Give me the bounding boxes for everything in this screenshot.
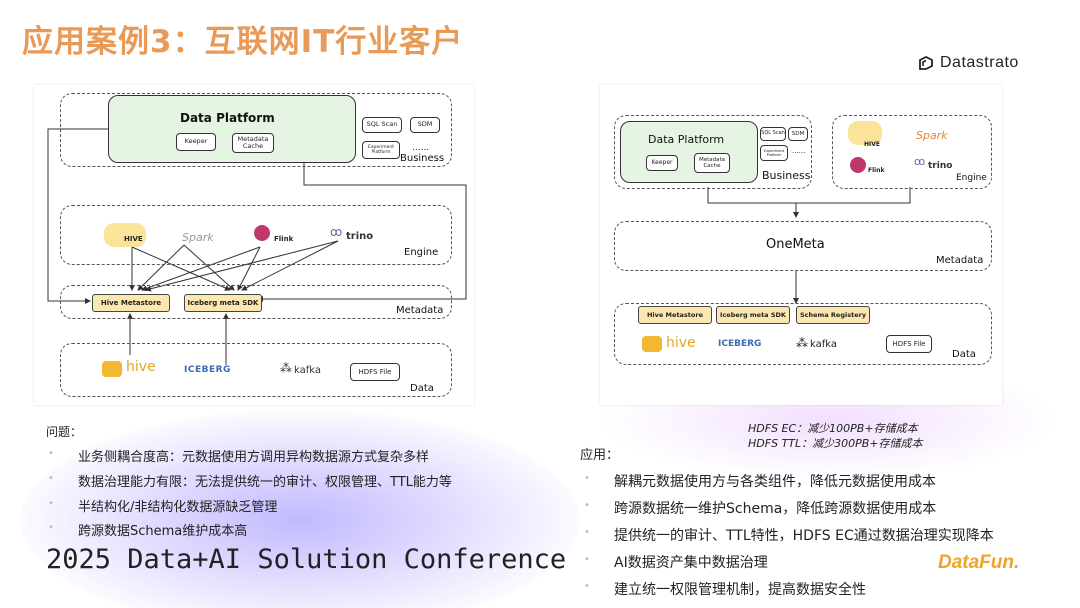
metadata-cache-box-right: Metadata Cache — [694, 153, 730, 173]
hdfs-ec-note: HDFS EC：减少100PB+存储成本 — [748, 422, 918, 435]
onemeta-layer — [614, 221, 992, 271]
flink-engine-label: Flink — [274, 235, 294, 243]
hive-source-label: hive — [126, 359, 156, 375]
datafun-logo: DataFun. — [938, 552, 1020, 573]
data-platform-label-right: Data Platform — [648, 133, 725, 146]
diagram-after: Data Platform Keeper Metadata Cache SQL … — [600, 85, 1002, 405]
conference-banner: 2025 Data+AI Solution Conference — [46, 544, 567, 575]
problem-item: 业务侧耦合度高：元数据使用方调用异构数据源方式复杂多样 — [48, 446, 429, 465]
spark-engine-label: Spark — [182, 231, 214, 244]
kafka-source-icon: ⁂ — [280, 361, 292, 375]
iceberg-source-label: ICEBERG — [184, 365, 231, 375]
data-platform-label: Data Platform — [180, 111, 275, 125]
sdm-box-right: SDM — [788, 127, 808, 141]
experiment-platform-box: Experiment Platform — [362, 141, 400, 159]
datastrato-logo-icon — [919, 55, 933, 70]
metadata-label: Metadata — [396, 305, 444, 316]
trino-engine-label: trino — [346, 231, 374, 242]
sdm-box: SDM — [410, 117, 440, 133]
business-layer — [60, 93, 452, 167]
hive-source-label-right: hive — [666, 335, 696, 351]
datastrato-logo-text: Datastrato — [940, 54, 1019, 71]
sql-scan-box: SQL Scan — [362, 117, 402, 133]
hive-source-icon — [102, 361, 122, 377]
hive-metastore-box: Hive Metastore — [92, 294, 170, 312]
kafka-source-label: kafka — [294, 365, 322, 376]
app-item: 提供统一的审计、TTL特性，HDFS EC通过数据治理实现降本 — [584, 525, 994, 545]
trino-engine-icon-right: ꝏ — [914, 155, 926, 168]
hdfs-file-box: HDFS File — [350, 363, 400, 381]
app-item: 跨源数据统一维护Schema，降低跨源数据使用成本 — [584, 498, 936, 518]
app-item: 解耦元数据使用方与各类组件，降低元数据使用成本 — [584, 471, 936, 491]
iceberg-source-label-right: ICEBERG — [718, 339, 762, 349]
apps-heading: 应用： — [580, 448, 620, 463]
trino-engine-icon: ꝏ — [330, 225, 343, 239]
sql-scan-box-right: SQL Scan — [760, 127, 786, 141]
keeper-box-right: Keeper — [646, 155, 678, 171]
engine-layer — [60, 205, 452, 265]
hdfs-file-box-right: HDFS File — [886, 335, 932, 353]
more-dots-right: ...... — [792, 147, 806, 155]
data-platform-box — [108, 95, 356, 163]
diagram-before: Data Platform Keeper Metadata Cache SQL … — [34, 85, 474, 405]
flink-engine-label-right: Flink — [868, 167, 885, 174]
metadata-cache-box: Metadata Cache — [232, 133, 274, 153]
hive-engine-label: HIVE — [124, 235, 143, 243]
hive-engine-icon — [104, 223, 146, 247]
business-layer-right — [614, 115, 812, 189]
onemeta-label: OneMeta — [766, 237, 825, 252]
problem-item: 半结构化/非结构化数据源缺乏管理 — [48, 496, 277, 515]
experiment-platform-box-right: Experiment Platform — [760, 145, 788, 161]
business-label-right: Business — [762, 169, 811, 182]
kafka-source-label-right: kafka — [810, 339, 838, 350]
data-label: Data — [410, 383, 434, 394]
schema-registery-box: Schema Registery — [796, 306, 870, 324]
business-label: Business — [400, 153, 445, 164]
app-item: 建立统一权限管理机制，提高数据安全性 — [584, 579, 866, 599]
flink-engine-icon — [254, 225, 270, 241]
kafka-source-icon-right: ⁂ — [796, 336, 808, 350]
hive-engine-label-right: HIVE — [864, 141, 880, 148]
keeper-box: Keeper — [176, 133, 216, 151]
trino-engine-label-right: trino — [928, 161, 953, 171]
problem-item: 跨源数据Schema维护成本高 — [48, 520, 247, 539]
engine-label: Engine — [404, 247, 439, 258]
data-label-right: Data — [952, 349, 976, 360]
metadata-label-right: Metadata — [936, 255, 984, 266]
more-dots: ...... — [412, 143, 430, 153]
hdfs-ttl-note: HDFS TTL：减少300PB+存储成本 — [748, 437, 923, 450]
iceberg-meta-sdk-box: Iceberg meta SDK — [184, 294, 262, 312]
diagram-after-lines — [707, 187, 911, 304]
flink-engine-icon-right — [850, 157, 866, 173]
diagram-before-lines — [47, 128, 467, 365]
data-layer-right — [614, 303, 992, 365]
spark-engine-label-right: Spark — [916, 129, 948, 142]
hive-metastore-box-right: Hive Metastore — [638, 306, 712, 324]
problem-item: 数据治理能力有限：无法提供统一的审计、权限管理、TTL能力等 — [48, 471, 452, 490]
engine-layer-right — [832, 115, 992, 189]
data-layer — [60, 343, 452, 397]
hive-source-icon-right — [642, 336, 662, 352]
page-title: 应用案例3：互联网IT行业客户 — [22, 24, 464, 60]
app-item: AI数据资产集中数据治理 — [584, 552, 768, 572]
problems-heading: 问题： — [46, 425, 83, 439]
hive-engine-icon-right — [848, 121, 882, 145]
iceberg-meta-sdk-box-right: Iceberg meta SDK — [716, 306, 790, 324]
data-platform-box-right — [620, 121, 758, 183]
datastrato-logo: Datastrato — [918, 54, 1019, 72]
metadata-layer — [60, 285, 452, 319]
engine-label-right: Engine — [956, 173, 987, 183]
